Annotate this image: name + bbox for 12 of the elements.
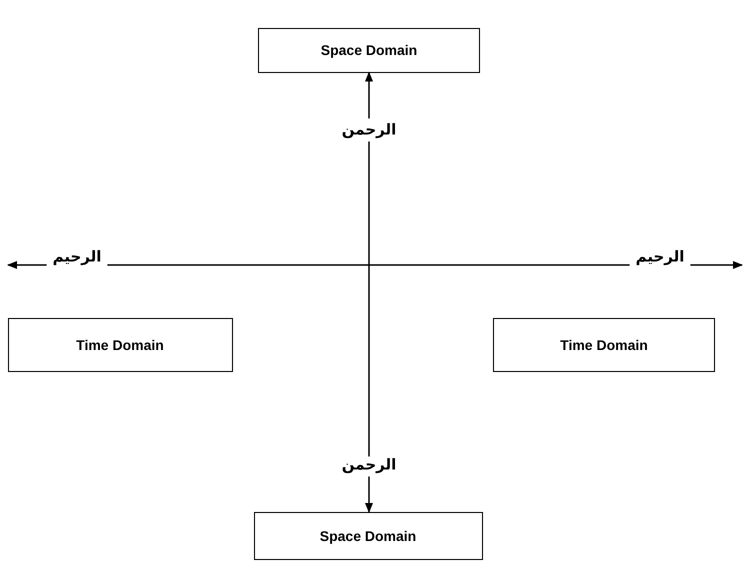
axis-label: الرحمن	[340, 456, 398, 474]
axis-label: الرحيم	[50, 248, 104, 266]
domain-box: Space Domain	[258, 28, 480, 72]
arrow	[7, 261, 47, 269]
axis-label: الرحيم	[634, 248, 686, 266]
axis-label: الرحمن	[340, 122, 398, 138]
domain-box: Time Domain	[8, 318, 232, 372]
domain-box: Space Domain	[254, 512, 482, 560]
arrow	[365, 476, 373, 513]
arrow	[690, 261, 743, 269]
arrow	[365, 72, 373, 118]
domain-box: Time Domain	[493, 318, 715, 372]
